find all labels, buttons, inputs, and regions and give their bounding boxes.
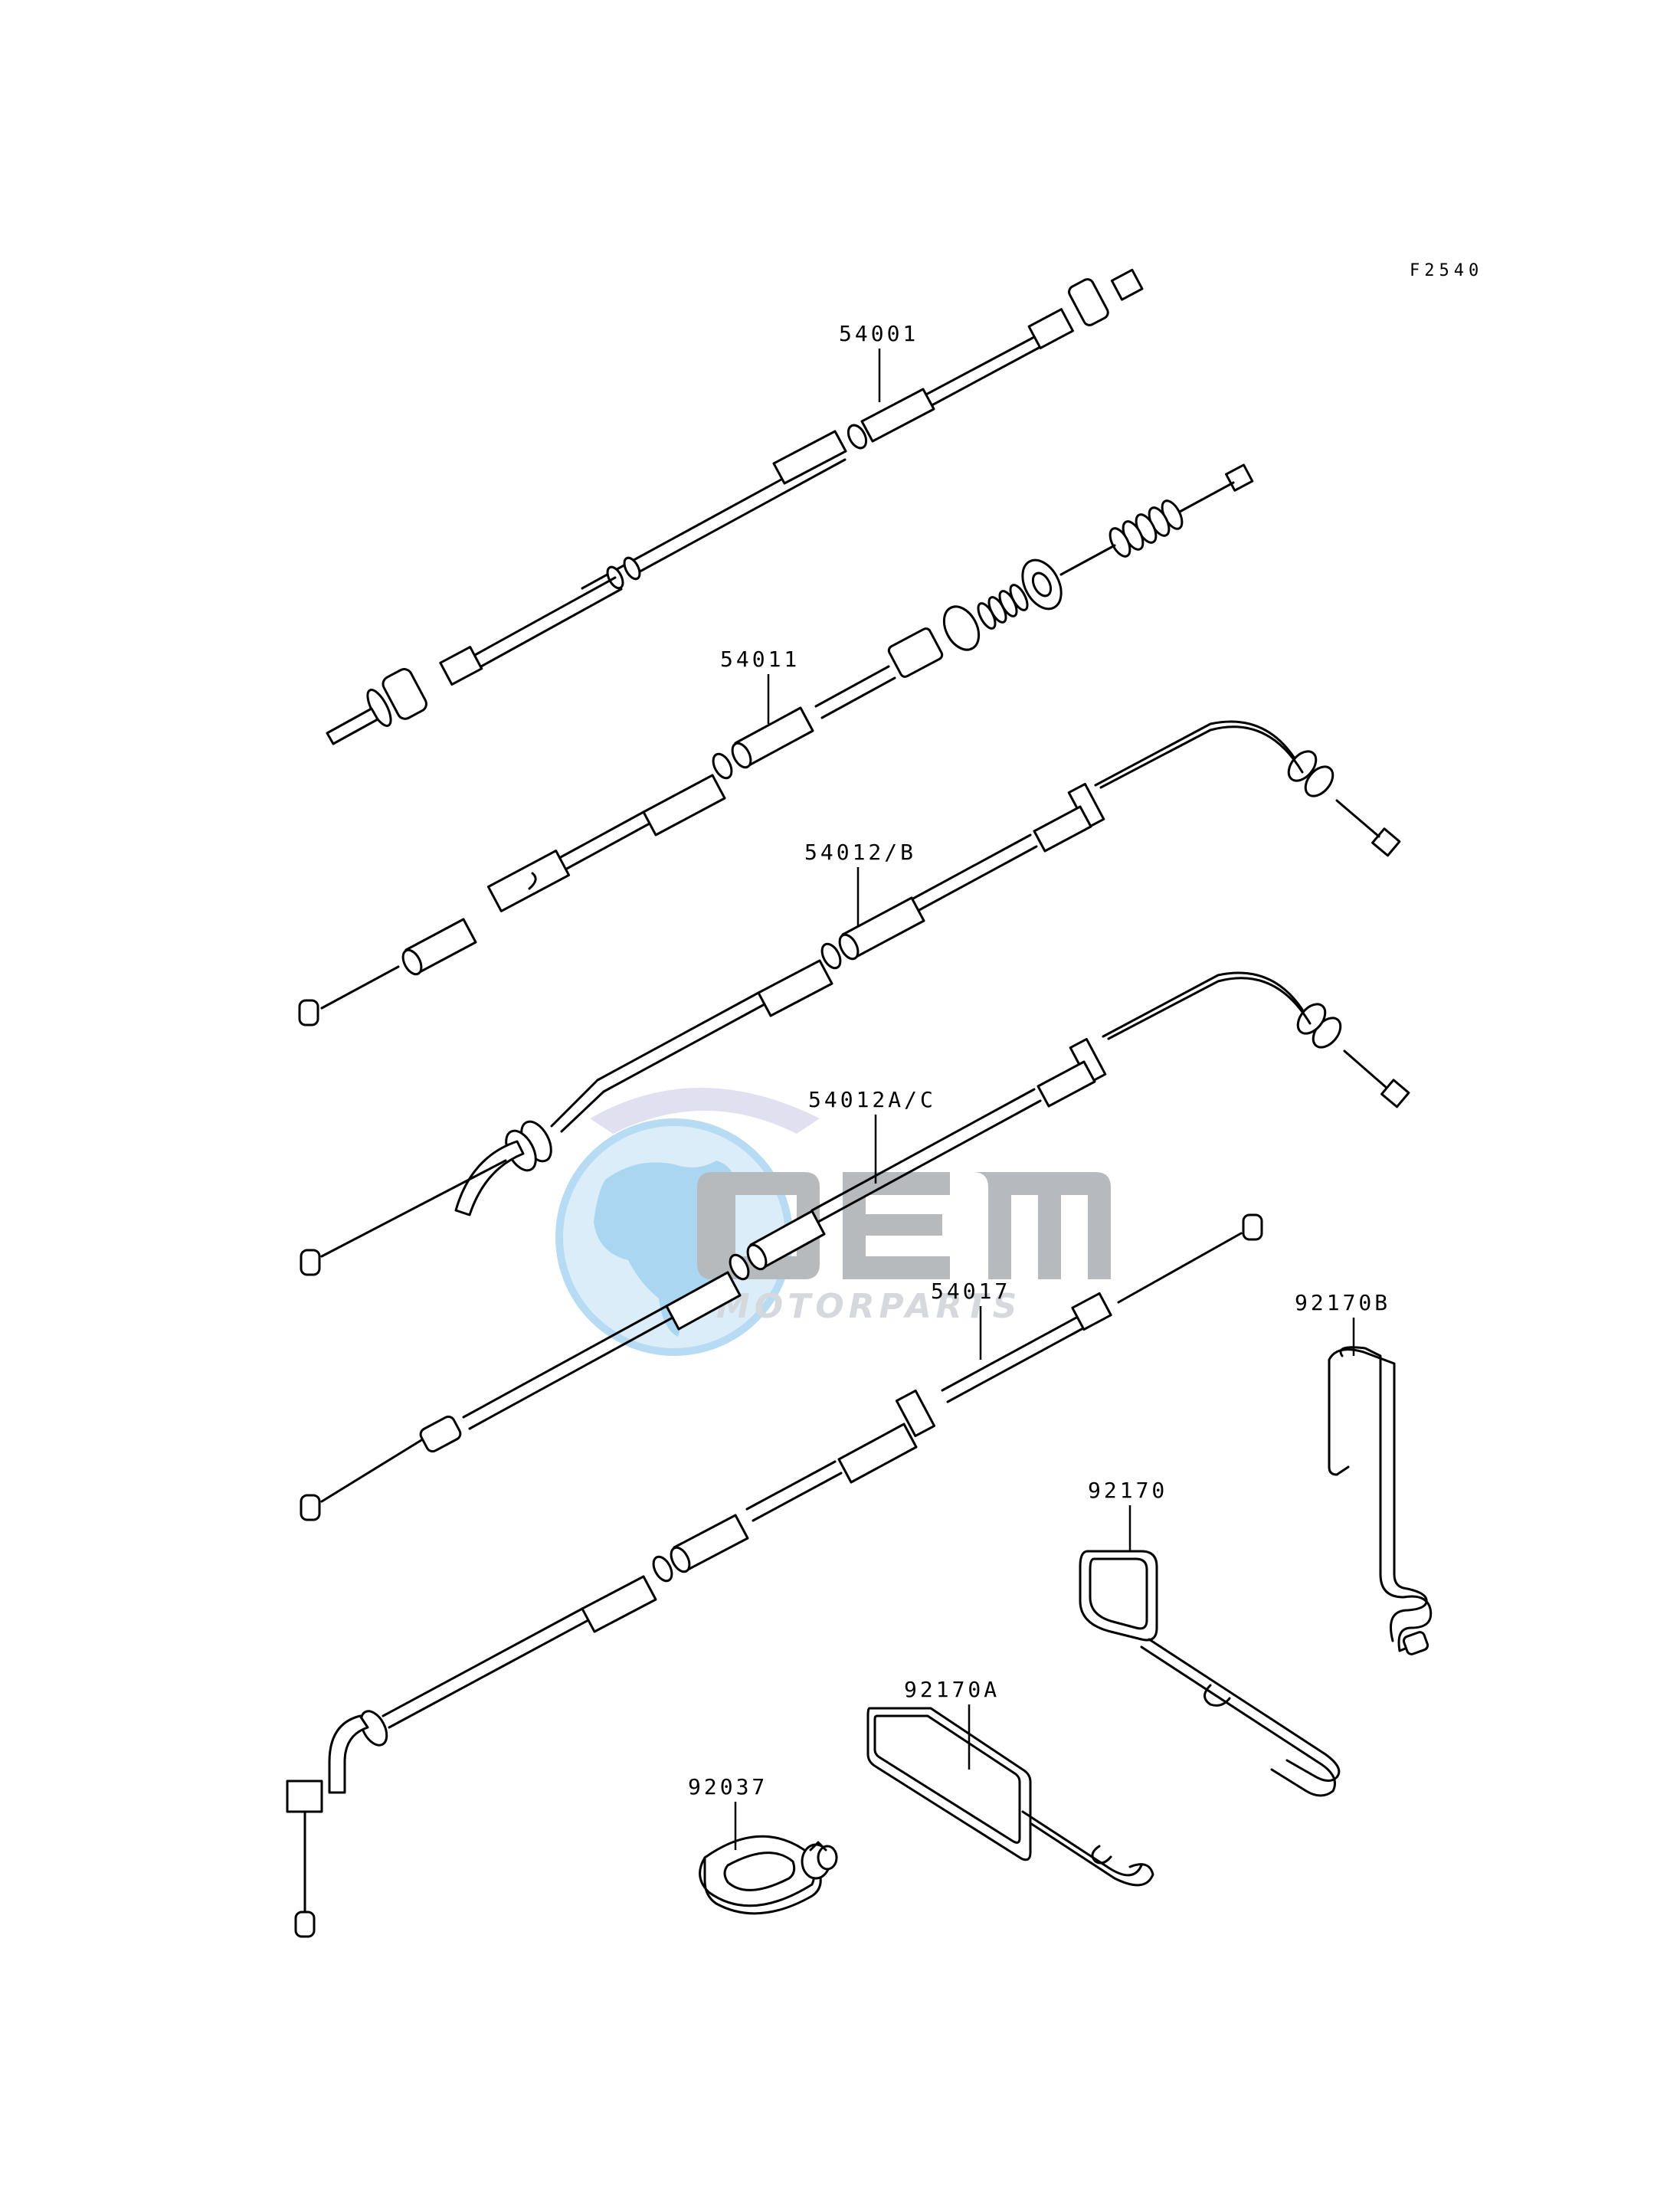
clamp-drawing	[1079, 1550, 1341, 1797]
watermark-oem-letters	[697, 1172, 1111, 1279]
speedometer-cable-drawing	[326, 268, 1144, 745]
watermark-logo: MOTORPARTS	[555, 1088, 1111, 1356]
clamp-a-drawing	[866, 1707, 1154, 1887]
watermark-text: MOTORPARTS	[716, 1287, 1021, 1326]
part-label-92170: 92170	[1088, 1478, 1167, 1503]
grommet-drawing	[699, 1835, 838, 1915]
part-label-54001: 54001	[839, 321, 919, 346]
throttle-cable-ac-drawing	[300, 971, 1410, 1521]
part-label-92170b: 92170B	[1295, 1290, 1390, 1315]
part-label-54012b: 54012/B	[804, 840, 916, 865]
clamp-b-drawing	[1328, 1346, 1433, 1655]
part-label-92170a: 92170A	[904, 1677, 1000, 1702]
watermark-swoosh-icon	[590, 1088, 820, 1134]
throttle-cable-b-drawing	[300, 720, 1401, 1276]
part-label-92037: 92037	[688, 1774, 768, 1799]
figure-code: F2540	[1410, 261, 1483, 280]
choke-cable-drawing	[286, 1213, 1263, 1938]
part-label-54012ac: 54012A/C	[808, 1087, 936, 1112]
part-label-54011: 54011	[720, 647, 800, 672]
clutch-cable-drawing	[298, 463, 1254, 1026]
part-label-54017: 54017	[931, 1279, 1010, 1304]
